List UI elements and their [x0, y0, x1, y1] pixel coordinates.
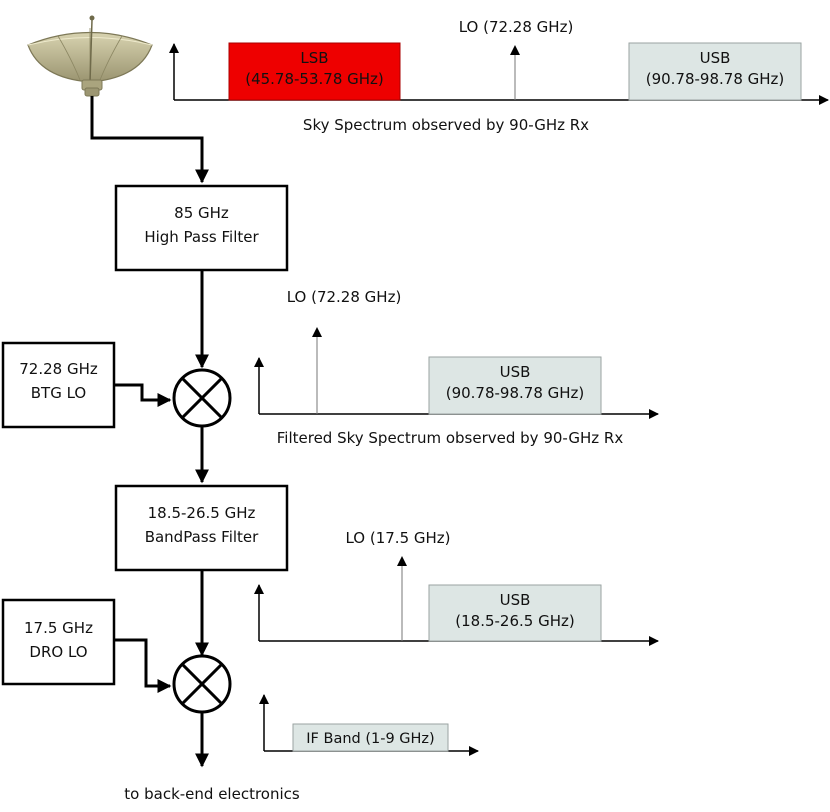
btg-lo-line2: BTG LO: [31, 384, 86, 402]
lsb-band: [228, 42, 401, 101]
if-band-label: IF Band (1-9 GHz): [306, 731, 434, 747]
sky-usb-range: (90.78-98.78 GHz): [646, 70, 785, 88]
dro-lo-to-mixer2-line: [114, 638, 172, 693]
filtered-usb-range: (90.78-98.78 GHz): [446, 384, 585, 402]
sky-spectrum-plot: LSB (45.78-53.78 GHz) LO (72.28 GHz) USB…: [169, 18, 829, 134]
lsb-title: LSB: [300, 49, 328, 67]
dro-lo-line1: 17.5 GHz: [24, 619, 93, 637]
hpf-line2: High Pass Filter: [144, 228, 259, 246]
if1-spectrum-plot: LO (17.5 GHz) USB (18.5-26.5 GHz): [254, 529, 659, 646]
filtered-spectrum-caption: Filtered Sky Spectrum observed by 90-GHz…: [277, 429, 624, 447]
if-band: [292, 723, 449, 752]
filtered-spectrum-plot: LO (72.28 GHz) USB (90.78-98.78 GHz) Fil…: [254, 288, 659, 447]
if-band-spectrum-plot: IF Band (1-9 GHz): [259, 694, 479, 756]
bandpass-filter-block: 18.5-26.5 GHz BandPass Filter: [114, 484, 289, 572]
if1-lo-label: LO (17.5 GHz): [345, 529, 450, 547]
bpf-line2: BandPass Filter: [145, 528, 259, 546]
if1-usb-title: USB: [500, 591, 531, 609]
sky-spectrum-caption: Sky Spectrum observed by 90-GHz Rx: [303, 116, 589, 134]
sky-lo-label: LO (72.28 GHz): [459, 18, 574, 36]
filtered-usb-title: USB: [500, 363, 531, 381]
mixer-x-icon: [172, 368, 232, 428]
filtered-lo-label: LO (72.28 GHz): [287, 288, 402, 306]
dro-lo-block: 17.5 GHz DRO LO: [1, 598, 116, 686]
hpf-line1: 85 GHz: [174, 204, 229, 222]
output-label: to back-end electronics: [124, 785, 300, 803]
btg-lo-line1: 72.28 GHz: [19, 360, 98, 378]
high-pass-filter-block: 85 GHz High Pass Filter: [114, 184, 289, 272]
antenna-feed-line: [90, 96, 209, 184]
if1-usb-range: (18.5-26.5 GHz): [455, 612, 574, 630]
lsb-range: (45.78-53.78 GHz): [245, 70, 384, 88]
sky-usb-title: USB: [700, 49, 731, 67]
btg-lo-block: 72.28 GHz BTG LO: [1, 341, 116, 429]
filtered-usb-band: [428, 356, 602, 415]
if1-usb-band: [428, 584, 602, 642]
bpf-line1: 18.5-26.5 GHz: [148, 504, 256, 522]
satellite-dish-icon: [27, 15, 153, 97]
dro-lo-line2: DRO LO: [29, 643, 87, 661]
sky-usb-band: [628, 42, 802, 101]
btg-lo-to-mixer1-line: [114, 383, 172, 407]
mixer-x-icon: [172, 654, 232, 714]
